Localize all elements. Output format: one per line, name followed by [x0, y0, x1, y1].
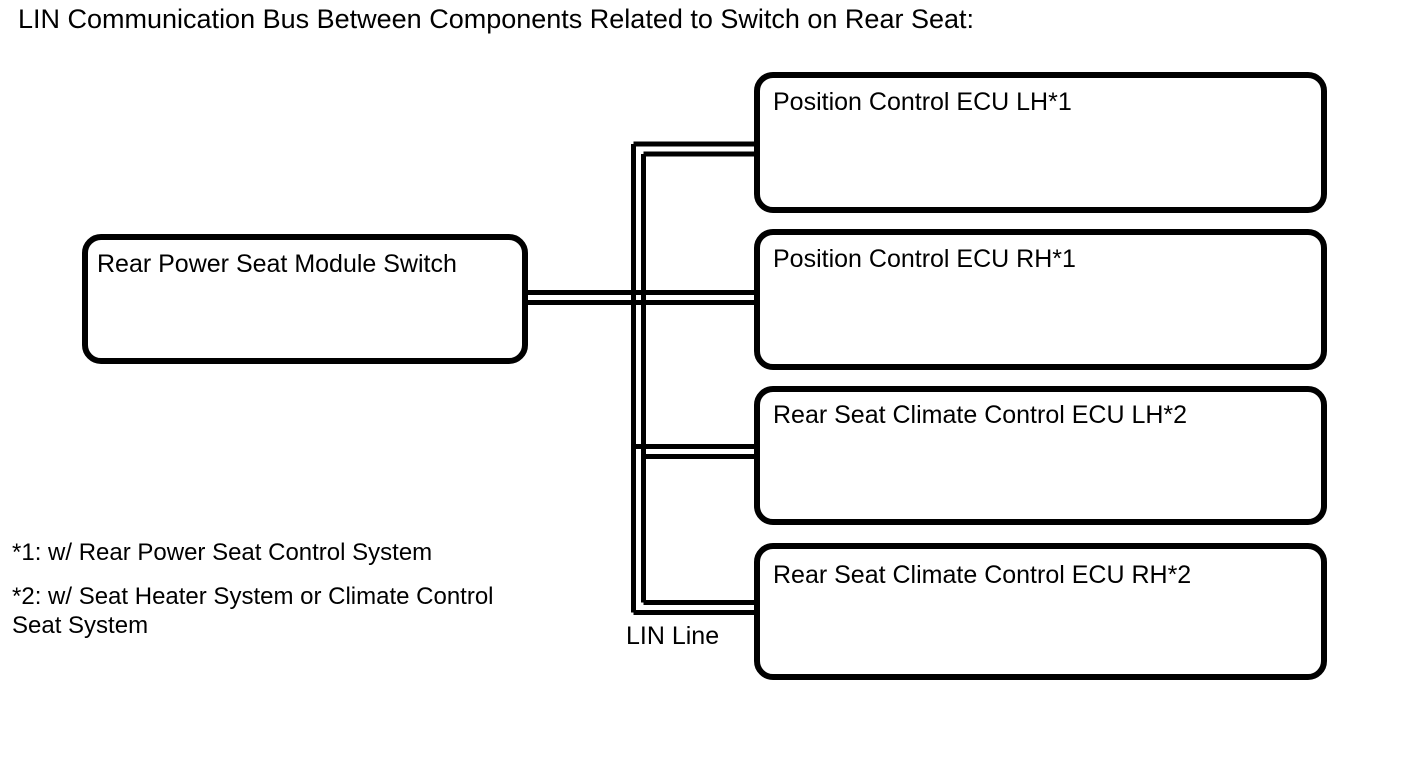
node-box-rear-seat-climate-control-ecu-lh[interactable] [754, 386, 1327, 525]
node-box-position-control-ecu-rh[interactable] [754, 229, 1327, 370]
node-label-rear-seat-climate-control-ecu-rh: Rear Seat Climate Control ECU RH*2 [773, 561, 1192, 589]
node-label-position-control-ecu-lh: Position Control ECU LH*1 [773, 88, 1072, 116]
node-box-rear-seat-climate-control-ecu-rh[interactable] [754, 543, 1327, 680]
node-label-rear-power-seat-module-switch: Rear Power Seat Module Switch [97, 250, 457, 278]
footnote-1: *1: w/ Rear Power Seat Control System [12, 539, 433, 566]
node-box-position-control-ecu-lh[interactable] [754, 72, 1327, 213]
page-title: LIN Communication Bus Between Components… [18, 4, 974, 34]
node-box-rear-power-seat-module-switch[interactable] [82, 234, 528, 364]
lin-line-label: LIN Line [626, 622, 720, 650]
footnote-2: *2: w/ Seat Heater System or Climate Con… [12, 583, 494, 639]
node-label-position-control-ecu-rh: Position Control ECU RH*1 [773, 245, 1076, 273]
node-label-rear-seat-climate-control-ecu-lh: Rear Seat Climate Control ECU LH*2 [773, 401, 1188, 429]
